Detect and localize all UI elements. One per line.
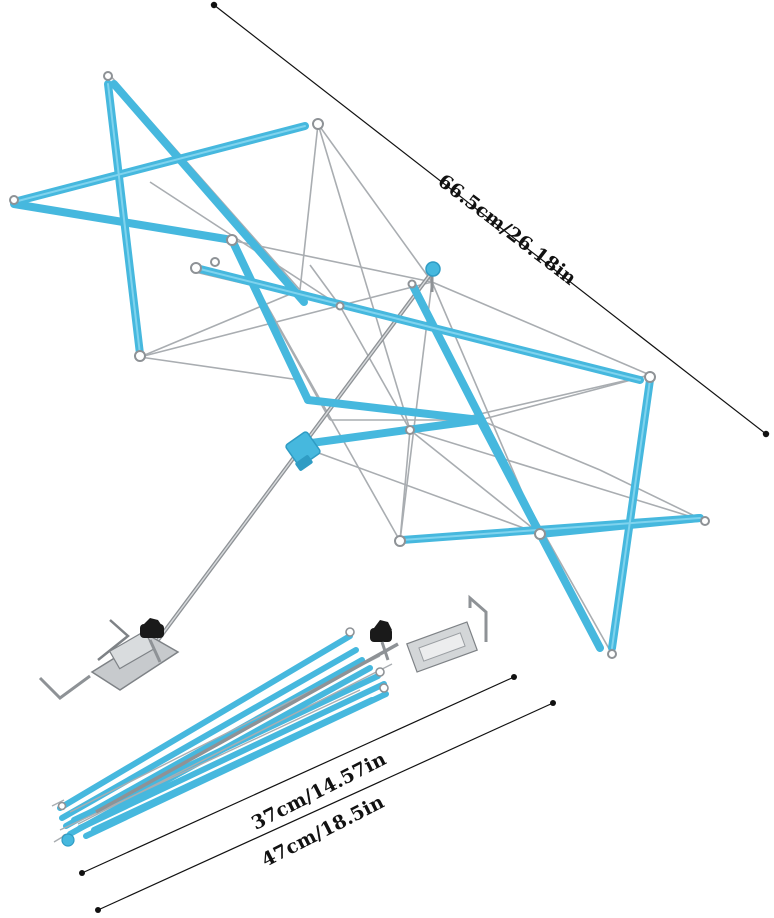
swift-wires bbox=[107, 72, 706, 655]
folded-top-knob-icon bbox=[61, 833, 75, 847]
dimension-line-expanded bbox=[210, 1, 770, 438]
table-clamp-icon bbox=[38, 618, 180, 700]
folded-clamp-icon bbox=[370, 594, 488, 673]
top-knob-icon bbox=[425, 261, 441, 292]
dimension-line-folded-long bbox=[95, 700, 556, 913]
swift-hub-icon bbox=[285, 431, 321, 471]
swift-joints bbox=[9, 71, 710, 659]
folded-swift-rod bbox=[95, 642, 399, 814]
dimension-line-folded-short bbox=[79, 674, 517, 876]
swift-blue-arms bbox=[10, 80, 704, 652]
swift-blue-arms-shade bbox=[13, 83, 701, 649]
